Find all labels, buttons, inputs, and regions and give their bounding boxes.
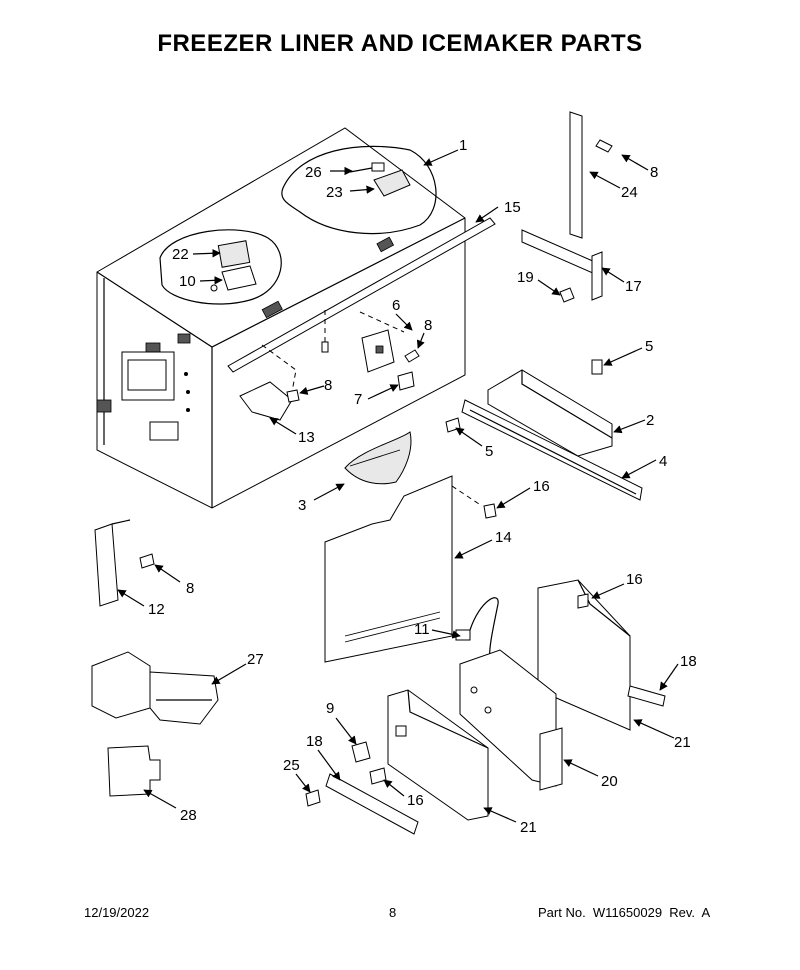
callout-8b: 8 xyxy=(324,377,332,394)
callout-16b: 16 xyxy=(626,571,643,588)
part-8-screw-a xyxy=(404,349,420,363)
part-5-screw-a xyxy=(591,359,603,375)
callout-labels: 1 26 23 15 22 10 6 8 8 7 13 8 24 19 17 5… xyxy=(148,137,697,836)
callout-21b: 21 xyxy=(520,819,537,836)
part-18-slide-b xyxy=(325,773,419,835)
callout-8d: 8 xyxy=(186,580,194,597)
page-title: FREEZER LINER AND ICEMAKER PARTS xyxy=(157,30,643,57)
callout-8c: 8 xyxy=(650,164,658,181)
callout-10: 10 xyxy=(179,273,196,290)
part-13-bracket xyxy=(239,381,300,421)
callout-17: 17 xyxy=(625,278,642,295)
callout-18a: 18 xyxy=(680,653,697,670)
part-21-panel-lower xyxy=(387,689,489,821)
part-4-slide-rail xyxy=(461,399,643,501)
callout-5b: 5 xyxy=(485,443,493,460)
callout-3: 3 xyxy=(298,497,306,514)
callout-13: 13 xyxy=(298,429,315,446)
callout-19: 19 xyxy=(517,269,534,286)
callout-18b: 18 xyxy=(306,733,323,750)
part-25-screw xyxy=(305,789,321,807)
part-14-back-panel xyxy=(324,475,453,663)
callout-4: 4 xyxy=(659,453,667,470)
part-3-handle xyxy=(344,431,412,485)
part-28-cover xyxy=(107,745,161,797)
part-27-icemaker xyxy=(91,651,219,725)
part-6-bracket xyxy=(361,329,395,373)
footer-page-number: 8 xyxy=(389,905,397,920)
callout-2: 2 xyxy=(646,412,654,429)
part-17-bracket xyxy=(521,229,603,303)
part-2-bracket xyxy=(487,369,613,457)
callout-12: 12 xyxy=(148,601,165,618)
part-24-vertical-rail xyxy=(569,111,613,239)
callout-5a: 5 xyxy=(645,338,653,355)
part-10-module xyxy=(210,265,257,292)
footer-part-number: Part No. W11650029 Rev. A xyxy=(538,905,711,920)
part-23-lamp-housing xyxy=(373,169,411,197)
footer-date: 12/19/2022 xyxy=(84,905,150,920)
callout-23: 23 xyxy=(326,184,343,201)
part-12-bracket xyxy=(94,519,131,607)
callout-11: 11 xyxy=(414,621,430,638)
part-9-clip xyxy=(351,741,371,763)
callout-24: 24 xyxy=(621,184,638,201)
part-22-cover xyxy=(217,240,251,268)
callout-7: 7 xyxy=(354,391,362,408)
callout-16a: 16 xyxy=(533,478,550,495)
part-16-screw-b xyxy=(577,593,589,609)
callout-16c: 16 xyxy=(407,792,424,809)
callout-27: 27 xyxy=(247,651,264,668)
callout-28: 28 xyxy=(180,807,197,824)
leader-lines xyxy=(117,149,679,823)
callout-1: 1 xyxy=(459,137,467,154)
part-21-panel-upper xyxy=(537,579,631,731)
part-8-screw-d xyxy=(139,553,155,569)
callout-21a: 21 xyxy=(674,734,691,751)
callout-26: 26 xyxy=(305,164,322,181)
callout-14: 14 xyxy=(495,529,512,546)
callout-15: 15 xyxy=(504,199,521,216)
part-16-screw-c xyxy=(369,767,387,785)
callout-6: 6 xyxy=(392,297,400,314)
part-15-trim-strip xyxy=(227,217,496,373)
part-26-wire-connector xyxy=(349,162,385,173)
part-7-switch xyxy=(397,371,415,391)
callout-25: 25 xyxy=(283,757,300,774)
callout-8a: 8 xyxy=(424,317,432,334)
callout-9: 9 xyxy=(326,700,334,717)
freezer-liner xyxy=(96,127,466,509)
part-20-control-board xyxy=(459,649,563,791)
part-18-slide-a xyxy=(627,685,666,707)
callout-22: 22 xyxy=(172,246,189,263)
part-16-screw-a xyxy=(483,503,497,519)
callout-20: 20 xyxy=(601,773,618,790)
